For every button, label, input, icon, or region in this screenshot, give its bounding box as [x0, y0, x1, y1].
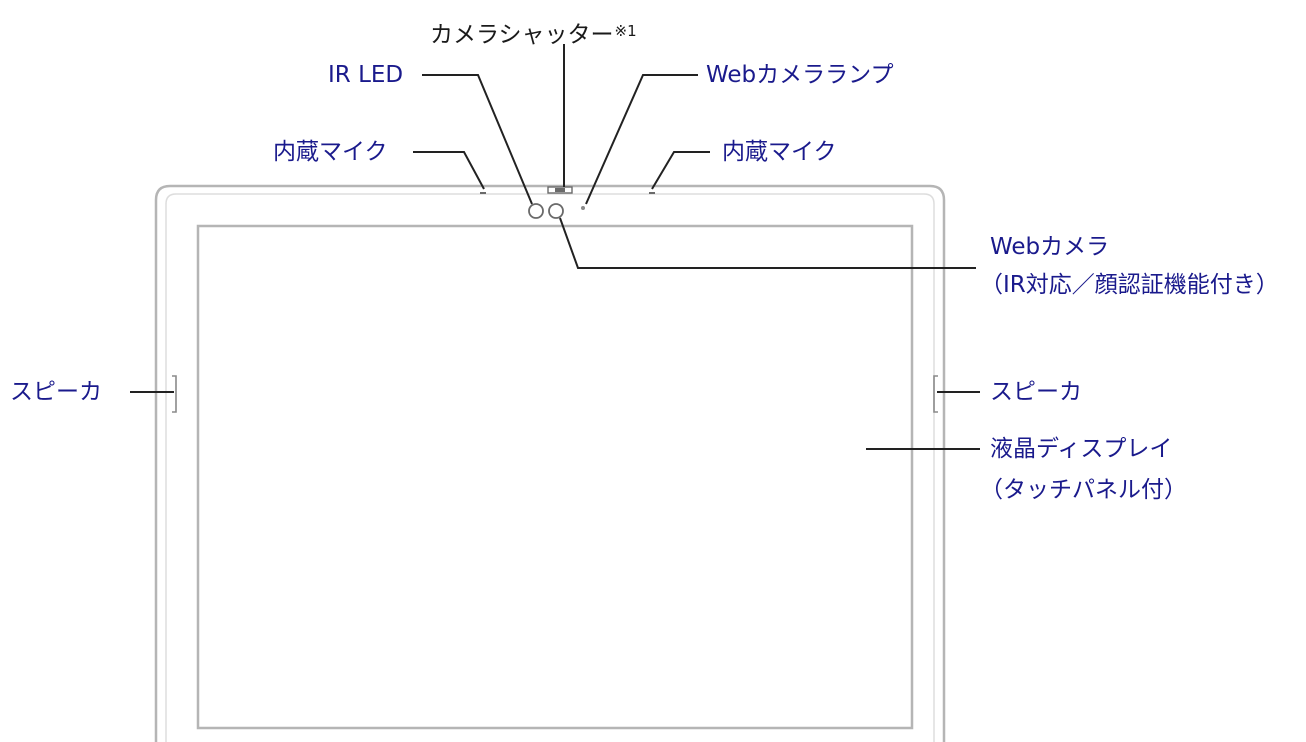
label-webcam-lamp: Webカメラランプ — [706, 62, 894, 88]
ir-led-lens — [528, 203, 544, 219]
speaker-slot-right — [933, 375, 938, 413]
label-speaker-left: スピーカ — [10, 379, 102, 405]
camera-shutter-note: ※1 — [614, 22, 637, 40]
label-speaker-right: スピーカ — [990, 379, 1082, 405]
camera-shutter-text: カメラシャッター — [430, 22, 614, 48]
leader-ir-led — [422, 74, 533, 205]
speaker-slot-left — [172, 375, 177, 413]
leader-webcam-lamp — [585, 74, 698, 205]
leader-mic-right — [651, 151, 710, 190]
tablet-outer-frame — [154, 184, 946, 742]
label-webcam-detail: （IR対応／顔認証機能付き） — [980, 272, 1279, 298]
label-ir-led: IR LED — [328, 62, 404, 88]
label-mic-right: 内蔵マイク — [722, 139, 837, 165]
label-display-detail: （タッチパネル付） — [980, 477, 1187, 503]
webcam-lens — [548, 203, 564, 219]
label-display: 液晶ディスプレイ — [990, 436, 1173, 462]
label-mic-left: 内蔵マイク — [273, 139, 388, 165]
leader-mic-left — [413, 151, 485, 190]
webcam-lamp — [581, 206, 585, 210]
camera-shutter-knob — [555, 188, 565, 192]
display-screen — [196, 224, 914, 730]
leader-webcam — [559, 217, 976, 269]
webcam-line1: Webカメラ — [990, 234, 1110, 260]
label-camera-shutter: カメラシャッター※1 — [430, 20, 637, 50]
label-webcam: Webカメラ — [990, 232, 1109, 262]
tablet-bezel-line — [165, 193, 935, 742]
